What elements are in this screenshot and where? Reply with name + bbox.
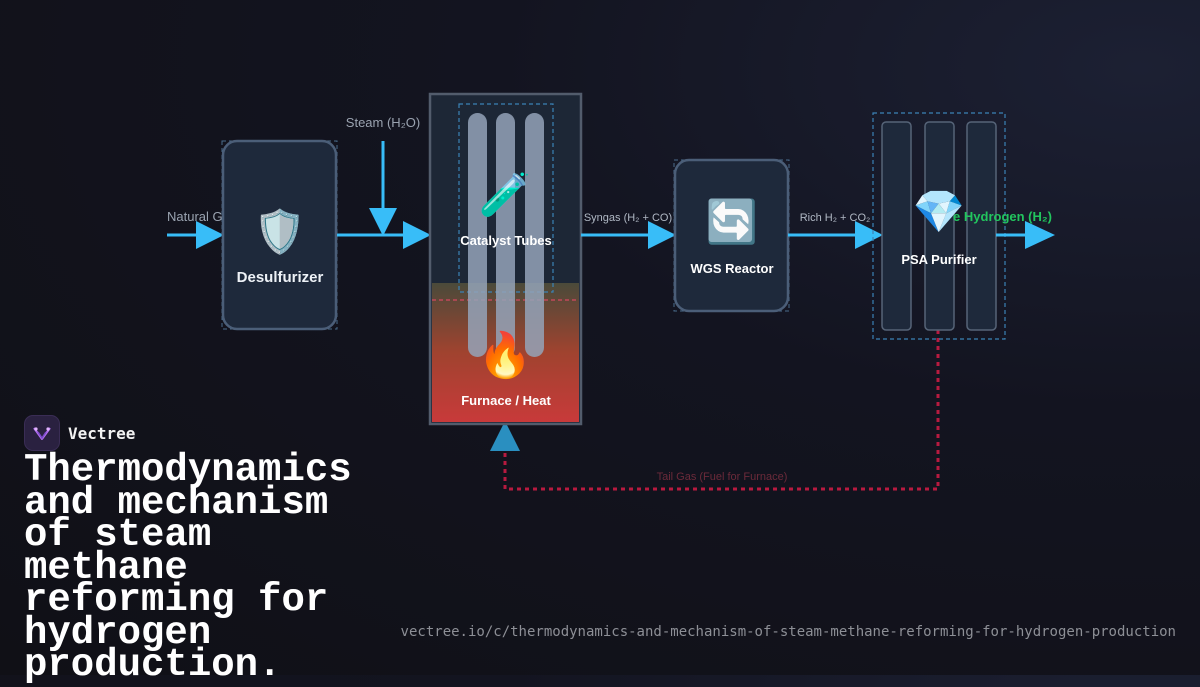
pure-h2-arrow	[1025, 221, 1055, 249]
feed-arrow	[403, 221, 431, 249]
natural-gas-label: Natural G	[167, 209, 223, 224]
rich-h2-label: Rich H₂ + CO₂	[800, 212, 871, 224]
test-tube-icon: 🧪	[479, 171, 531, 219]
syngas-label: Syngas (H₂ + CO)	[584, 212, 672, 224]
shield-icon: 🛡️	[254, 207, 306, 256]
brand: Vectree	[24, 415, 135, 451]
tail-gas-label: Tail Gas (Fuel for Furnace)	[657, 471, 788, 483]
syngas-arrow	[648, 221, 676, 249]
catalyst-tube	[525, 113, 544, 357]
page-url: vectree.io/c/thermodynamics-and-mechanis…	[400, 624, 1176, 640]
gem-icon: 💎	[913, 188, 965, 235]
psa-column	[966, 121, 997, 331]
desulfurizer-label: Desulfurizer	[237, 269, 324, 286]
natural-gas-arrow	[196, 221, 224, 249]
rich-h2-arrow	[855, 221, 883, 249]
fire-icon: 🔥	[478, 330, 533, 380]
brand-logo	[24, 415, 60, 451]
steam-arrow	[369, 208, 397, 236]
cycle-arrows-icon: 🔄	[706, 197, 758, 246]
tail-gas-arrow	[490, 421, 520, 451]
catalyst-tube	[468, 113, 487, 357]
furnace-label: Furnace / Heat	[461, 393, 551, 408]
psa-column	[924, 121, 955, 331]
page-title: Thermodynamics and mechanism of steam me…	[24, 448, 352, 687]
catalyst-tube	[496, 113, 515, 357]
steam-label: Steam (H₂O)	[346, 115, 420, 130]
psa-purifier-label: PSA Purifier	[901, 252, 976, 267]
psa-dashed-frame	[872, 112, 1006, 340]
catalyst-tubes-label: Catalyst Tubes	[460, 233, 552, 248]
tail-gas-line	[503, 330, 940, 491]
vectree-logo-icon	[33, 427, 51, 440]
wgs-reactor-label: WGS Reactor	[690, 261, 773, 276]
brand-name: Vectree	[68, 423, 136, 443]
psa-column	[881, 121, 912, 331]
pure-h2-label: e Hydrogen (H₂)	[953, 209, 1052, 224]
desulfurizer-node	[221, 139, 338, 331]
